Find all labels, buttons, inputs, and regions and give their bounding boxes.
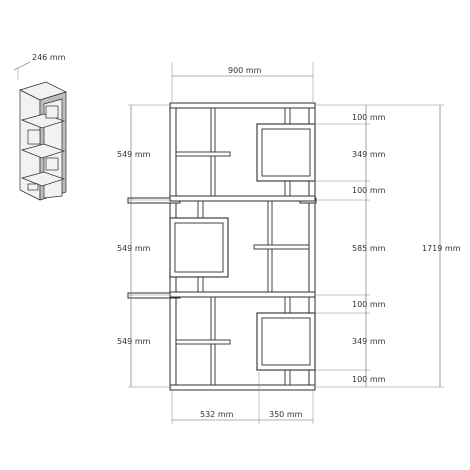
module1-height-label: 549 mm bbox=[117, 150, 151, 159]
s2-small-shelf bbox=[253, 244, 310, 250]
module2-height-label: 549 mm bbox=[117, 244, 151, 253]
s3-box-bottom-connector bbox=[284, 369, 291, 386]
dimension-annotations: 900 mm 549 mm 549 mm 549 mm 100 mm 349 m… bbox=[117, 62, 461, 424]
front-elevation bbox=[127, 102, 317, 391]
iso-shelf-3 bbox=[20, 171, 66, 187]
module3-height-label: 549 mm bbox=[117, 337, 151, 346]
s3-box-top-connector bbox=[284, 296, 291, 314]
depth-label: 246 mm bbox=[32, 53, 66, 62]
gap-bottom-3-label: 100 mm bbox=[352, 375, 386, 384]
iso-box-3 bbox=[45, 157, 59, 171]
s3-cube-inner bbox=[261, 317, 311, 366]
s2-cube-inner bbox=[174, 222, 224, 273]
bottom-right-label: 350 mm bbox=[269, 410, 303, 419]
shelf-1 bbox=[169, 195, 316, 202]
gap-top-1-label: 100 mm bbox=[352, 113, 386, 122]
box-3-height-label: 349 mm bbox=[352, 337, 386, 346]
bottom-left-label: 532 mm bbox=[200, 410, 234, 419]
box-1-height-label: 349 mm bbox=[352, 150, 386, 159]
iso-box-2 bbox=[27, 129, 41, 145]
middle-open-label: 585 mm bbox=[352, 244, 386, 253]
s1-box-top-connector bbox=[284, 107, 291, 125]
iso-box-4 bbox=[27, 183, 39, 191]
s1-small-shelf bbox=[175, 151, 231, 157]
iso-shelf-2 bbox=[20, 143, 66, 159]
bottom-shelf bbox=[169, 384, 316, 391]
top-shelf bbox=[169, 102, 316, 109]
gap-top-3-label: 100 mm bbox=[352, 300, 386, 309]
total-width-label: 900 mm bbox=[228, 66, 262, 75]
total-height-label: 1719 mm bbox=[422, 244, 461, 253]
s1-cube-inner bbox=[261, 128, 311, 177]
s3-small-shelf bbox=[175, 339, 231, 345]
gap-bottom-1-label: 100 mm bbox=[352, 186, 386, 195]
shelf-2 bbox=[169, 291, 316, 298]
s2-box-top-connector bbox=[197, 200, 204, 219]
depth-dim-line bbox=[13, 61, 31, 71]
iso-box-1 bbox=[45, 105, 59, 119]
isometric-view: 246 mm bbox=[13, 53, 67, 201]
s2-box-bottom-connector bbox=[197, 276, 204, 293]
s1-box-bottom-connector bbox=[284, 180, 291, 197]
